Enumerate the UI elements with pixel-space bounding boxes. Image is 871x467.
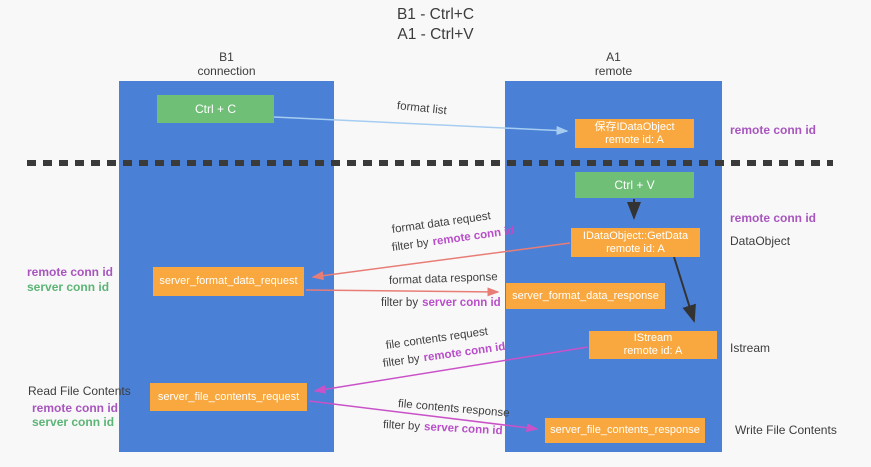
arrow-format-data-response (305, 287, 500, 297)
node-getdata-line2: remote id: A (606, 242, 665, 255)
edge-label-format-list: format list (396, 100, 448, 118)
node-server-format-data-response: server_format_data_response (506, 283, 665, 309)
lane-header-b1: B1 connection (119, 50, 334, 78)
left-label-server-conn-id-1: server conn id (27, 280, 110, 294)
left-label-remote-conn-id-1: remote conn id (27, 265, 114, 279)
node-server-format-data-request: server_format_data_request (153, 267, 304, 296)
node-format-request-label: server_format_data_request (159, 275, 298, 287)
node-ctrl-v: Ctrl + V (575, 172, 694, 198)
lane-header-a1: A1 remote (505, 50, 722, 78)
node-istream-line2: remote id: A (623, 345, 683, 357)
node-getdata-line1: IDataObject::GetData (582, 229, 689, 242)
right-label-istream: Istream (730, 341, 771, 355)
right-label-remote-conn-id-2: remote conn id (730, 211, 817, 225)
lane-a1-name: A1 (606, 50, 621, 64)
right-label-remote-conn-id-1: remote conn id (730, 123, 817, 137)
node-istream: IStream remote id: A (589, 331, 717, 359)
title-line-1: B1 - Ctrl+C (396, 6, 475, 23)
diagram-title: B1 - Ctrl+C A1 - Ctrl+V (0, 5, 871, 45)
filter-by-text: filter by (382, 419, 421, 433)
node-server-file-contents-request: server_file_contents_request (150, 383, 307, 411)
left-label-server-conn-id-2: server conn id (32, 415, 115, 429)
server-conn-id-highlight: server conn id (423, 421, 503, 438)
right-label-write-file-contents: Write File Contents (735, 423, 837, 437)
node-istream-line1: IStream (633, 332, 673, 344)
right-label-dataobject: DataObject (730, 234, 791, 248)
filter-by-text: filter by (391, 236, 430, 254)
node-server-file-contents-response: server_file_contents_response (545, 418, 705, 443)
title-line-2: A1 - Ctrl+V (397, 26, 474, 43)
node-format-response-label: server_format_data_response (512, 289, 659, 302)
edge-label-file-contents-response: file contents response (397, 398, 510, 420)
filter-by-text: filter by (381, 297, 419, 309)
node-saved-dataobject-line1: 保存IDataObject (594, 120, 675, 133)
lane-a1-role: remote (594, 64, 633, 78)
lane-b1-role: connection (197, 64, 256, 78)
lane-b1-name: B1 (219, 50, 234, 64)
node-saved-dataobject-line2: remote id: A (605, 133, 664, 146)
node-ctrl-c: Ctrl + C (157, 95, 274, 123)
left-label-read-file-contents: Read File Contents (28, 384, 131, 398)
node-ctrl-c-label: Ctrl + C (194, 102, 236, 116)
left-label-remote-conn-id-2: remote conn id (32, 401, 119, 415)
edge-label-format-data-response: format data response (388, 271, 498, 287)
server-conn-id-highlight: server conn id (422, 297, 501, 309)
node-file-request-label: server_file_contents_request (157, 390, 300, 403)
node-file-response-label: server_file_contents_response (550, 424, 700, 436)
node-saved-dataobject: 保存IDataObject remote id: A (575, 119, 694, 148)
node-idataobject-getdata: IDataObject::GetData remote id: A (571, 228, 700, 257)
node-ctrl-v-label: Ctrl + V (614, 178, 655, 192)
filter-by-text: filter by (382, 352, 421, 370)
